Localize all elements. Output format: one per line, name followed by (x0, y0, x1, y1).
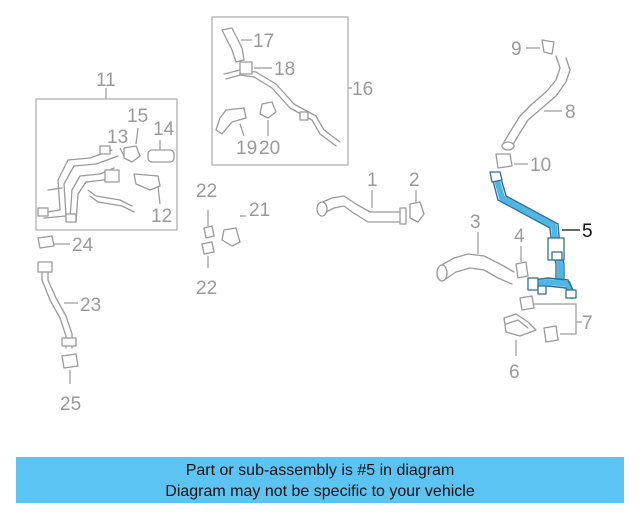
callout-22-lower[interactable]: 22 (196, 278, 217, 299)
clamp-2 (409, 201, 425, 223)
hose-8 (501, 55, 571, 151)
callout-23[interactable]: 23 (80, 295, 101, 316)
hose-3 (436, 253, 515, 285)
hose-17 (221, 27, 245, 63)
hose-21 (221, 227, 241, 247)
clamp-20 (259, 101, 277, 119)
pipe-assembly-5[interactable] (489, 171, 577, 299)
pipe-18 (223, 61, 341, 147)
callout-25[interactable]: 25 (60, 394, 81, 415)
hose-6 (503, 313, 537, 337)
clamp-22-lower (201, 241, 215, 255)
callout-2[interactable]: 2 (409, 170, 420, 191)
callout-8[interactable]: 8 (565, 102, 576, 123)
callout-7[interactable]: 7 (582, 313, 593, 334)
clamp-10 (495, 153, 513, 169)
hose-14 (147, 149, 175, 163)
callout-14[interactable]: 14 (153, 119, 175, 140)
hose-1 (316, 195, 407, 225)
callout-3[interactable]: 3 (470, 212, 481, 233)
callout-19[interactable]: 19 (236, 138, 257, 159)
pipe-23 (37, 261, 77, 349)
part-info-banner: Part or sub-assembly is #5 in diagram Di… (16, 457, 624, 503)
hose-assembly-11 (37, 145, 135, 223)
callout-17[interactable]: 17 (253, 31, 274, 52)
parts-diagram: 11 15 13 14 12 24 23 25 (35, 16, 593, 415)
clamp-7-lower (543, 325, 559, 343)
callout-5[interactable]: 5 (582, 221, 593, 242)
callout-11[interactable]: 11 (96, 70, 116, 91)
clamp-4 (515, 261, 529, 279)
callout-18[interactable]: 18 (274, 59, 295, 80)
clamp-22-upper (203, 225, 215, 239)
callout-16[interactable]: 16 (352, 79, 373, 100)
hose-12 (133, 173, 161, 191)
callout-22-upper[interactable]: 22 (196, 181, 217, 202)
hose-19 (215, 107, 247, 135)
callout-10[interactable]: 10 (530, 155, 551, 176)
callout-24[interactable]: 24 (72, 235, 94, 256)
clip-24 (37, 235, 55, 249)
callout-6[interactable]: 6 (509, 362, 520, 383)
callout-13[interactable]: 13 (107, 127, 128, 148)
callout-15[interactable]: 15 (127, 106, 148, 127)
callout-9[interactable]: 9 (511, 39, 522, 60)
callout-21[interactable]: 21 (249, 200, 270, 221)
clamp-13 (123, 145, 141, 163)
callout-20[interactable]: 20 (259, 138, 280, 159)
clamp-9 (541, 39, 555, 55)
banner-line-2: Diagram may not be specific to your vehi… (165, 483, 475, 500)
callout-4[interactable]: 4 (514, 226, 525, 247)
callout-1[interactable]: 1 (367, 170, 378, 191)
group-box-16 (211, 16, 349, 166)
clamp-7-upper (519, 295, 535, 311)
callout-12[interactable]: 12 (151, 206, 172, 227)
banner-line-1: Part or sub-assembly is #5 in diagram (185, 462, 455, 479)
clamp-25 (61, 353, 79, 369)
